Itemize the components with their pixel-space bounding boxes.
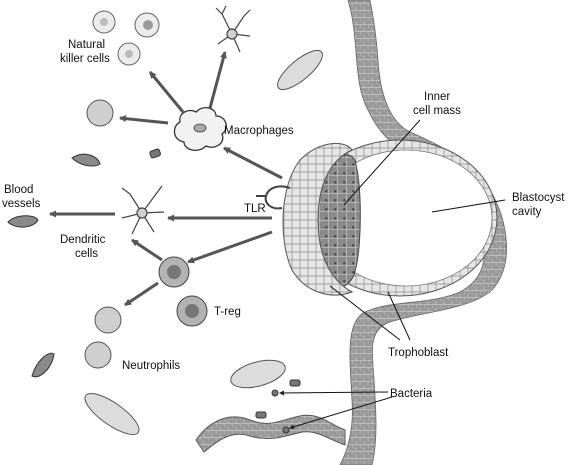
arrow-to-macrophages — [223, 146, 283, 180]
label-blood: Blood — [4, 184, 33, 196]
arrow-to-treg — [187, 230, 273, 264]
label-cells: cells — [75, 248, 98, 260]
dendritic-cell — [121, 185, 165, 235]
label-bacteria: Bacteria — [390, 388, 433, 400]
label-inner: Inner — [424, 91, 450, 103]
label-blastocyst: Blastocyst — [512, 192, 565, 204]
label-treg: T-reg — [214, 306, 241, 318]
label-cell-mass: cell mass — [413, 105, 461, 117]
trophoblast-cap — [282, 142, 354, 296]
arrow-treg-to-dc — [131, 238, 163, 262]
label-tlr: TLR — [244, 203, 266, 215]
label-macrophages: Macrophages — [224, 125, 294, 137]
leader-lines — [279, 119, 506, 430]
neutrophils — [84, 99, 122, 369]
bacteria — [255, 379, 301, 434]
blood-vessels — [7, 153, 101, 378]
leader-bacteria-1 — [279, 390, 389, 396]
leader-inner-cell-mass — [343, 119, 421, 206]
nk-cells — [92, 10, 160, 66]
label-neutrophils: Neutrophils — [122, 360, 180, 372]
leader-trophoblast-1 — [329, 285, 401, 341]
tlr-receptor — [256, 185, 291, 210]
treg-cells — [158, 256, 208, 327]
leader-trophoblast-2 — [387, 291, 411, 341]
arrow-treg-to-neutrophils — [124, 281, 159, 307]
label-trophoblast: Trophoblast — [388, 347, 449, 359]
arrow-to-neutrophil-top — [119, 115, 169, 125]
label-vessels: vessels — [2, 198, 41, 210]
arrow-to-nk — [148, 71, 185, 113]
arrow-to-mac-dendritic — [208, 51, 227, 109]
text-labels: Natural killer cells Macrophages Blood v… — [2, 39, 565, 400]
label-natural: Natural — [68, 39, 105, 51]
label-killer-cells: killer cells — [60, 53, 110, 65]
blastocyst — [282, 139, 498, 297]
label-cavity: cavity — [512, 206, 542, 218]
dendritic-cell-top — [215, 5, 251, 53]
label-dendritic: Dendritic — [60, 234, 106, 246]
endometrial-glands — [84, 49, 346, 453]
signal-arrows — [49, 51, 283, 307]
leader-bacteria-2 — [289, 396, 393, 430]
macrophage-cell — [149, 106, 227, 159]
leader-blastocyst-cavity — [431, 199, 506, 213]
